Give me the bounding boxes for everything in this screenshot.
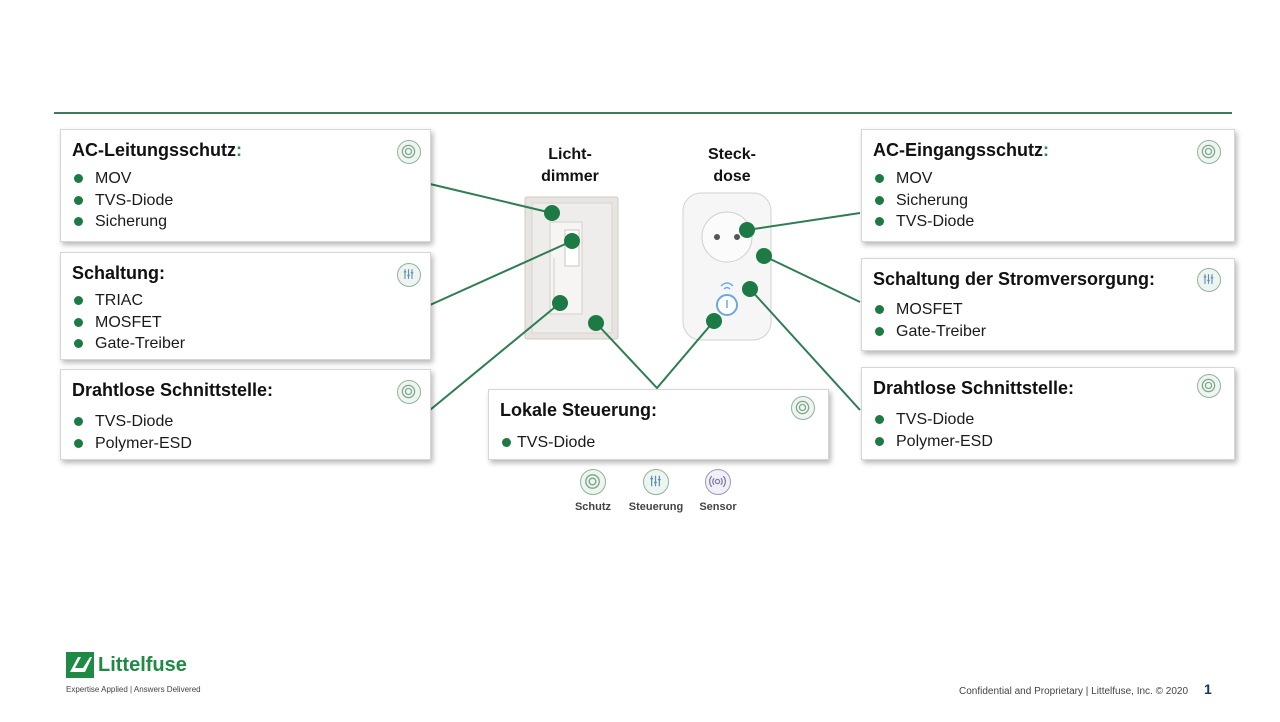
card-ac-line-protection: AC-Leitungsschutz: MOV TVS-Diode Sicheru… [60, 129, 431, 242]
shield-icon [397, 380, 421, 404]
point-outlet-wireless [742, 281, 758, 297]
header-rule [54, 112, 1232, 114]
footer-copyright: Confidential and Proprietary | Littelfus… [959, 686, 1188, 697]
item-list: TRIAC MOSFET Gate-Treiber [73, 290, 185, 355]
legend-item-control: Steuerung [621, 469, 691, 513]
outlet-label: Steck- dose [707, 146, 757, 185]
card-title: Schaltung der Stromversorgung: [873, 269, 1156, 289]
point-dimmer-ac [544, 205, 560, 221]
connector-power-circuit [763, 255, 861, 303]
connector-points [544, 205, 772, 331]
card-title: Lokale Steuerung: [500, 400, 658, 420]
list-item: TVS-Diode [874, 409, 993, 431]
card-power-circuit: Schaltung der Stromversorgung: MOSFET Ga… [861, 258, 1235, 351]
dimmer-label: Licht- dimmer [541, 146, 599, 185]
point-outlet-ac [739, 222, 755, 238]
item-list: TVS-Diode Polymer-ESD [874, 409, 993, 452]
point-dimmer-circuit [564, 233, 580, 249]
list-item: Polymer-ESD [73, 433, 192, 455]
list-item: TVS-Diode [501, 432, 595, 454]
card-title: Drahtlose Schnittstelle: [72, 380, 274, 400]
list-item: TRIAC [73, 290, 185, 312]
shield-icon [1197, 140, 1221, 164]
shield-icon [580, 469, 606, 495]
card-title: Schaltung: [72, 263, 165, 283]
list-item: TVS-Diode [73, 190, 173, 212]
page-number: 1 [1204, 681, 1212, 697]
connector-circuit-left [429, 240, 573, 306]
list-item: TVS-Diode [73, 411, 192, 433]
card-title: AC-Eingangsschutz: [873, 140, 1050, 160]
list-item: MOV [73, 168, 173, 190]
list-item: MOSFET [73, 312, 185, 334]
list-item: MOV [874, 168, 974, 190]
legend-label: Schutz [574, 501, 612, 513]
list-item: TVS-Diode [874, 211, 974, 233]
connector-ac-input [746, 212, 861, 231]
shield-icon [1197, 374, 1221, 398]
list-item: Sicherung [874, 190, 974, 212]
card-wireless-left: Drahtlose Schnittstelle: TVS-Diode Polym… [60, 369, 431, 460]
card-local-control: Lokale Steuerung: TVS-Diode [488, 389, 829, 460]
control-sliders-icon [397, 263, 421, 287]
point-outlet-power [756, 248, 772, 264]
connector-lines [429, 183, 861, 411]
point-dimmer-wireless [552, 295, 568, 311]
item-list: MOV TVS-Diode Sicherung [73, 168, 173, 233]
logo-tagline: Expertise Applied | Answers Delivered [66, 685, 201, 694]
list-item: Gate-Treiber [874, 321, 986, 343]
item-list: MOV Sicherung TVS-Diode [874, 168, 974, 233]
control-sliders-icon [643, 469, 669, 495]
point-outlet-local [706, 313, 722, 329]
connector-ac-line [429, 183, 553, 214]
legend-item-protection: Schutz [558, 469, 628, 513]
legend-label: Sensor [699, 501, 737, 513]
list-item: MOSFET [874, 299, 986, 321]
sensor-icon [705, 469, 731, 495]
list-item: Sicherung [73, 211, 173, 233]
legend-item-sensor: Sensor [683, 469, 753, 513]
item-list: MOSFET Gate-Treiber [874, 299, 986, 342]
connector-local-control [595, 320, 715, 390]
item-list: TVS-Diode Polymer-ESD [73, 411, 192, 454]
card-circuit-left: Schaltung: TRIAC MOSFET Gate-Treiber [60, 252, 431, 360]
card-title: AC-Leitungsschutz: [72, 140, 242, 160]
item-list: TVS-Diode [501, 432, 595, 454]
card-wireless-right: Drahtlose Schnittstelle: TVS-Diode Polym… [861, 367, 1235, 460]
light-dimmer-image [524, 196, 619, 340]
card-ac-input-protection: AC-Eingangsschutz: MOV Sicherung TVS-Dio… [861, 129, 1235, 242]
smart-outlet-image [682, 192, 772, 341]
legend-label: Steuerung [628, 501, 684, 513]
logo-text: Littelfuse [98, 654, 187, 676]
list-item: Gate-Treiber [73, 333, 185, 355]
shield-icon [397, 140, 421, 164]
logo-mark [66, 652, 94, 678]
control-sliders-icon [1197, 268, 1221, 292]
list-item: Polymer-ESD [874, 431, 993, 453]
shield-icon [791, 396, 815, 420]
card-title: Drahtlose Schnittstelle: [873, 378, 1075, 398]
point-dimmer-local [588, 315, 604, 331]
